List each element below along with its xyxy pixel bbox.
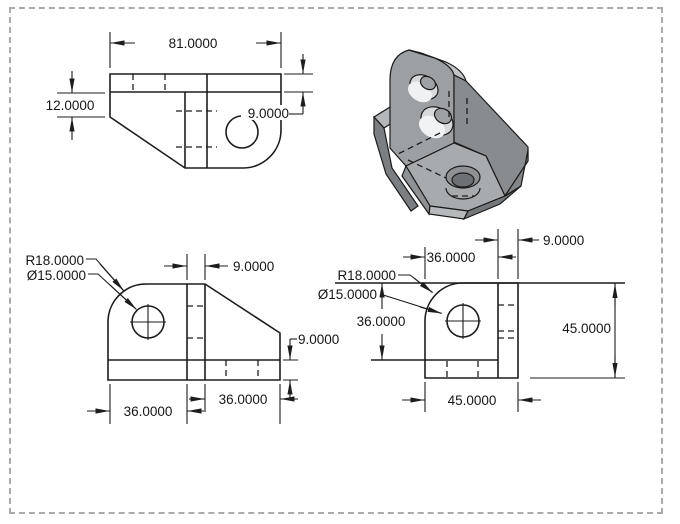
- dim-ext-lines: [204, 384, 281, 424]
- leader-arrow: [419, 306, 442, 314]
- side-view-hidden-lines: [187, 305, 259, 380]
- label-mask: [241, 105, 289, 120]
- dim-top-offset-label: 9.0000: [248, 106, 289, 121]
- dim-ext-lines: [186, 254, 206, 280]
- iso-hole-upper-bore: [419, 75, 437, 91]
- side-view-inner-edges: [108, 284, 280, 380]
- dim-front-top-label: 36.0000: [427, 250, 476, 265]
- leader-arrow: [413, 277, 433, 294]
- top-view-outline: [109, 73, 282, 169]
- dim-side-rib-label: 9.0000: [233, 259, 274, 274]
- side-view: 9.0000 R18.0000 Ø15.0000 9.0000 36.0000: [25, 253, 339, 424]
- dim-front-width45-label: 45.0000: [448, 393, 497, 408]
- dim-side-base-label: 9.0000: [298, 332, 339, 347]
- dim-ext-lines: [283, 359, 298, 381]
- side-view-hole-crosshair: [130, 304, 166, 340]
- dim-ext-lines: [109, 384, 188, 424]
- iso-hidden-lines2: [407, 159, 474, 197]
- iso-base-right: [462, 185, 522, 221]
- iso-wedge-side: [373, 115, 419, 212]
- iso-hole-lower-bore: [433, 107, 453, 125]
- front-view-hidden-lines: [446, 304, 518, 378]
- dim-ext-lines: [284, 73, 313, 93]
- label-mask: [554, 319, 611, 335]
- leader-arrow: [109, 284, 137, 310]
- dim-ext-lines: [371, 282, 421, 361]
- dim-ext-lines: [497, 229, 519, 279]
- leader-line: [86, 258, 125, 291]
- dim-top-width-label: 81.0000: [169, 36, 218, 51]
- dim-front-height36-label: 36.0000: [357, 314, 406, 329]
- front-view-outline: [424, 282, 519, 379]
- iso-hidden-lines: [395, 91, 468, 156]
- dim-ext-lines: [109, 32, 282, 68]
- iso-base-hole-bore: [451, 172, 475, 188]
- dim-front-rib-label: 9.0000: [543, 233, 584, 248]
- dim-ext-lines: [57, 92, 105, 118]
- isometric-view: [373, 49, 529, 221]
- dim-front-hole-label: Ø15.0000: [318, 287, 377, 302]
- top-view: 81.0000 12.0000 9.0000: [46, 32, 313, 169]
- dim-side-right-label: 36.0000: [219, 392, 268, 407]
- iso-base-hole-counterbore: [445, 187, 481, 200]
- dim-side-hole-label: Ø15.0000: [27, 268, 86, 283]
- dim-side-left-label: 36.0000: [124, 404, 173, 419]
- top-view-inner-edges: [110, 74, 281, 168]
- dim-ext-lines: [424, 382, 519, 412]
- top-view-hidden-lines: [132, 74, 217, 148]
- front-view-hole-crosshair: [445, 303, 481, 339]
- leader-arrow: [99, 263, 125, 291]
- dim-front-radius-label: R18.0000: [337, 268, 396, 283]
- dim-front-height45-label: 45.0000: [562, 321, 611, 336]
- front-view: 36.0000 9.0000 R18.0000 Ø15.0000 36.0000: [318, 229, 625, 412]
- iso-base-right-edge: [504, 149, 529, 197]
- dim-top-thickness-label: 12.0000: [46, 98, 95, 113]
- dim-side-radius-label: R18.0000: [25, 253, 84, 268]
- side-view-outline: [107, 283, 281, 381]
